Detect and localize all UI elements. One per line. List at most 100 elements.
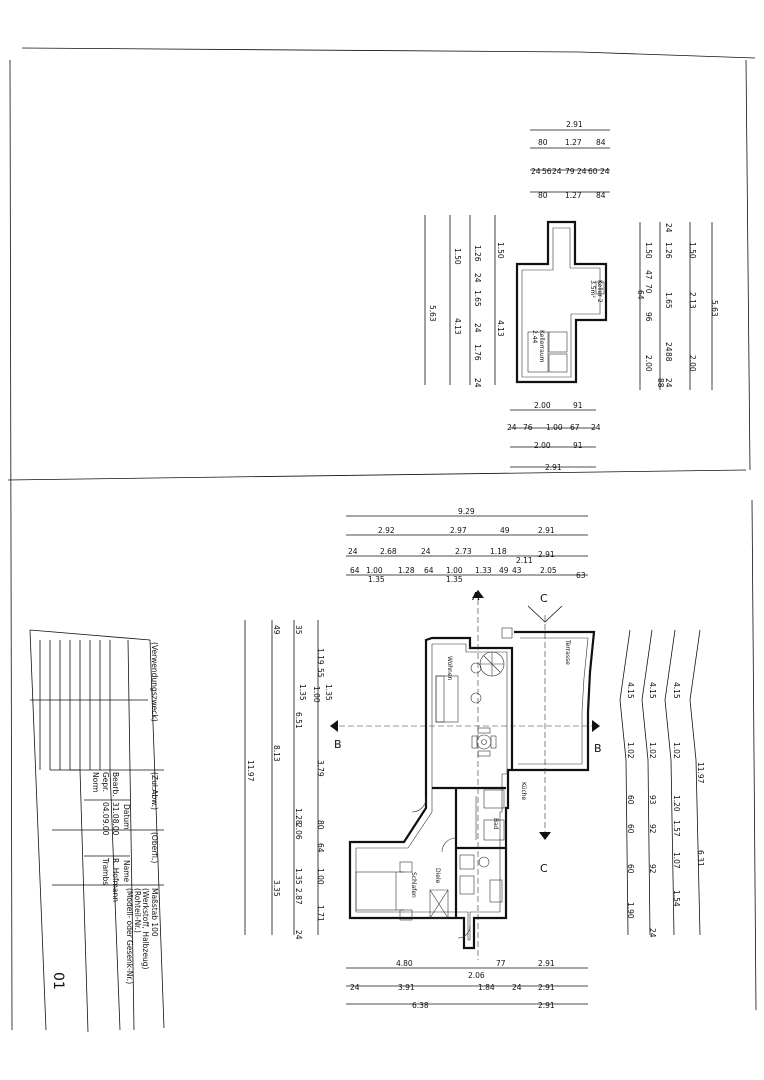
svg-text:60: 60 <box>626 864 635 874</box>
section-markers: B B A C C <box>330 590 602 960</box>
sheet-number: 01 <box>50 972 66 990</box>
svg-text:Wohnen: Wohnen <box>446 656 453 681</box>
section-b-right: B <box>594 742 602 755</box>
svg-text:1.50: 1.50 <box>688 242 697 259</box>
svg-text:Trambs: Trambs <box>101 857 110 885</box>
svg-text:24: 24 <box>591 423 601 432</box>
svg-text:47: 47 <box>644 270 653 280</box>
svg-text:2.91: 2.91 <box>538 1001 555 1010</box>
svg-text:1.50: 1.50 <box>496 242 505 259</box>
svg-text:(Werkstoff, Halbzeug): (Werkstoff, Halbzeug) <box>141 888 150 969</box>
svg-text:1.00: 1.00 <box>446 566 463 575</box>
svg-text:92: 92 <box>648 864 657 874</box>
basement-walls: Keller 2 3.5m² Kellerraum 2.44 <box>515 220 608 384</box>
svg-text:Gepr.: Gepr. <box>101 772 110 792</box>
svg-text:24: 24 <box>507 423 517 432</box>
svg-text:2.91: 2.91 <box>566 120 583 129</box>
svg-text:1.26: 1.26 <box>664 242 673 259</box>
svg-text:1.27: 1.27 <box>565 138 582 147</box>
svg-text:77: 77 <box>496 959 506 968</box>
svg-text:3.79: 3.79 <box>316 760 325 777</box>
svg-text:24: 24 <box>664 378 673 388</box>
svg-text:2.44: 2.44 <box>531 330 538 344</box>
svg-text:6.31: 6.31 <box>696 850 705 867</box>
svg-text:24: 24 <box>348 547 358 556</box>
svg-text:24: 24 <box>577 167 587 176</box>
svg-text:4.15: 4.15 <box>672 682 681 699</box>
svg-text:3.91: 3.91 <box>398 983 415 992</box>
ground-top-dimensions: 9.29 2.92 2.97 49 2.91 24 2.68 24 2.73 1… <box>346 507 588 584</box>
svg-text:24: 24 <box>512 983 522 992</box>
section-a: A <box>472 590 480 603</box>
svg-text:2.97: 2.97 <box>450 526 467 535</box>
svg-text:1.35: 1.35 <box>298 684 307 701</box>
svg-text:1.50: 1.50 <box>644 242 653 259</box>
svg-text:2.00: 2.00 <box>534 441 551 450</box>
svg-text:1.35: 1.35 <box>368 575 385 584</box>
svg-text:92: 92 <box>648 824 657 834</box>
svg-text:1.02: 1.02 <box>672 742 681 759</box>
svg-text:24: 24 <box>648 928 657 938</box>
basement-top-dimensions: 2.91 80 1.27 84 24 56 24 79 24 60 24 80 … <box>530 120 610 200</box>
svg-text:2.06: 2.06 <box>468 971 485 980</box>
svg-text:24: 24 <box>600 167 610 176</box>
svg-text:3.5m²: 3.5m² <box>589 280 596 298</box>
svg-text:60: 60 <box>588 167 598 176</box>
svg-text:(Rohteil-Nr.): (Rohteil-Nr.) <box>133 888 142 933</box>
svg-text:24: 24 <box>664 223 673 233</box>
svg-text:11.97: 11.97 <box>696 762 705 784</box>
svg-text:2.68: 2.68 <box>380 547 397 556</box>
svg-text:79: 79 <box>565 167 575 176</box>
svg-text:1.28: 1.28 <box>398 566 415 575</box>
svg-text:1.00: 1.00 <box>546 423 563 432</box>
svg-text:1.35: 1.35 <box>446 575 463 584</box>
svg-text:64: 64 <box>350 566 360 575</box>
svg-text:3.35: 3.35 <box>272 880 281 897</box>
svg-text:2.13: 2.13 <box>688 292 697 309</box>
svg-text:1.76: 1.76 <box>473 344 482 361</box>
svg-text:1.71: 1.71 <box>316 905 325 922</box>
ground-floor-plan: 9.29 2.92 2.97 49 2.91 24 2.68 24 2.73 1… <box>244 507 705 1010</box>
svg-text:1.07: 1.07 <box>672 852 681 869</box>
svg-text:70: 70 <box>644 284 653 294</box>
svg-text:1.28: 1.28 <box>294 808 303 825</box>
svg-text:76: 76 <box>523 423 533 432</box>
svg-text:49: 49 <box>499 566 509 575</box>
svg-text:1.90: 1.90 <box>626 902 635 919</box>
svg-text:5.63: 5.63 <box>710 300 719 317</box>
svg-text:80: 80 <box>538 191 548 200</box>
svg-text:24: 24 <box>473 273 482 283</box>
svg-text:2.05: 2.05 <box>540 566 557 575</box>
svg-text:2.00: 2.00 <box>534 401 551 410</box>
svg-text:49: 49 <box>500 526 510 535</box>
svg-text:(Verwendungszweck): (Verwendungszweck) <box>150 642 159 722</box>
svg-text:2.91: 2.91 <box>538 959 555 968</box>
svg-text:2.91: 2.91 <box>538 983 555 992</box>
svg-text:84: 84 <box>596 191 606 200</box>
svg-text:9.29: 9.29 <box>458 507 475 516</box>
svg-text:80: 80 <box>538 138 548 147</box>
section-c-bottom: C <box>540 862 548 875</box>
svg-text:2.91: 2.91 <box>538 526 555 535</box>
svg-text:1.33: 1.33 <box>475 566 492 575</box>
svg-text:Schlafen: Schlafen <box>410 872 417 898</box>
svg-text:24: 24 <box>664 342 673 352</box>
svg-text:5.63: 5.63 <box>428 305 437 322</box>
svg-text:11.97: 11.97 <box>246 760 255 782</box>
svg-text:31.08.00: 31.08.00 <box>111 802 120 836</box>
svg-text:2.00: 2.00 <box>688 355 697 372</box>
sheet-border <box>7 47 757 1031</box>
section-c-top: C <box>540 592 548 605</box>
svg-text:Kellerraum: Kellerraum <box>538 330 545 363</box>
svg-text:04.09.00: 04.09.00 <box>101 802 110 836</box>
svg-text:35: 35 <box>294 625 303 635</box>
svg-text:2.06: 2.06 <box>294 823 303 840</box>
svg-text:Terrasse: Terrasse <box>564 639 571 665</box>
svg-text:24: 24 <box>473 323 482 333</box>
svg-text:96: 96 <box>644 312 653 322</box>
svg-text:4.13: 4.13 <box>496 320 505 337</box>
svg-text:(Zul.Abw.): (Zul.Abw.) <box>150 772 159 810</box>
svg-text:1.00: 1.00 <box>316 868 325 885</box>
svg-text:Norm: Norm <box>91 772 100 792</box>
